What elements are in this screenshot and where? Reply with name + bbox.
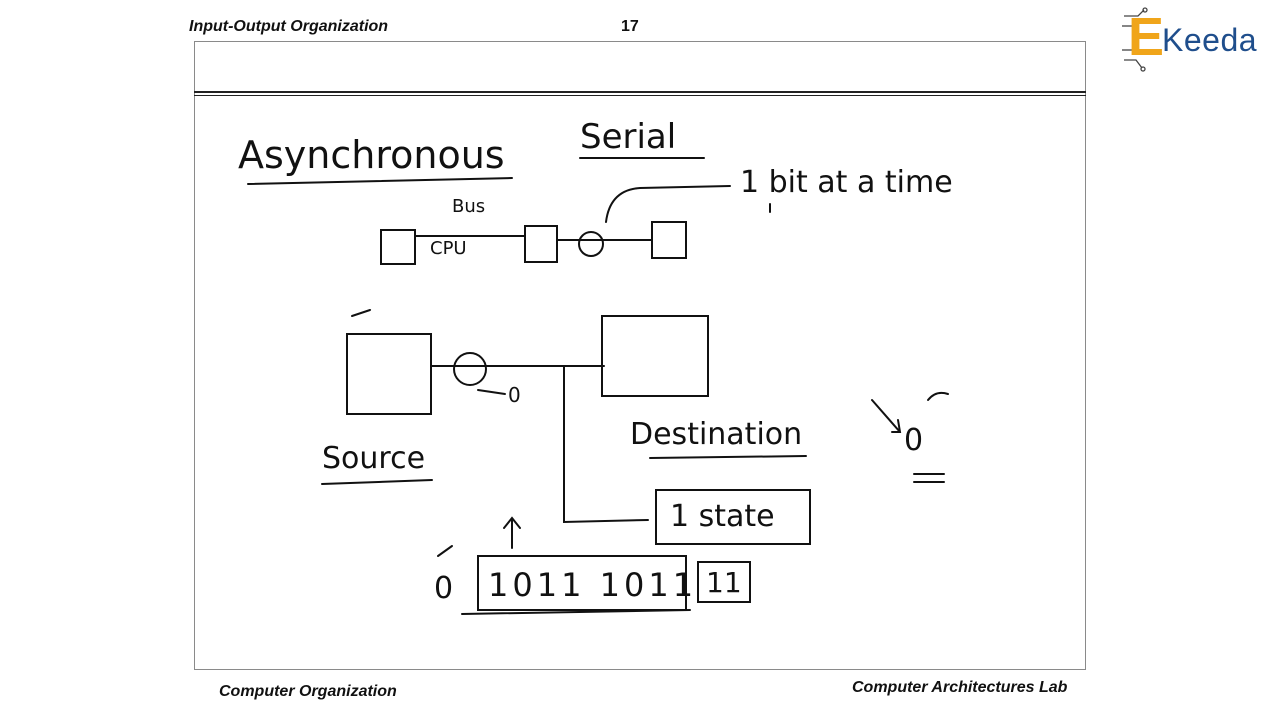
- bit-tail: 11: [706, 566, 742, 599]
- label-bus: Bus: [452, 196, 485, 217]
- interface-box: [524, 225, 558, 263]
- label-source: Source: [322, 441, 425, 476]
- tick-mark-3: [927, 391, 949, 401]
- side-zero: 0: [904, 423, 923, 458]
- tick-mark-2: [437, 545, 453, 557]
- state-line: [563, 365, 649, 524]
- bit-stream-box: [477, 555, 687, 611]
- heading-serial: Serial: [580, 117, 676, 157]
- header-rule-thin: [194, 95, 1086, 96]
- heading-underline-1: [247, 177, 513, 185]
- destination-box: [601, 315, 709, 397]
- state-box: [655, 489, 811, 545]
- note-bit-at-a-time: 1 bit at a time: [740, 165, 953, 200]
- logo-brand: Keeda: [1162, 22, 1258, 58]
- heading-asynchronous: Asynchronous: [238, 133, 505, 177]
- equals-mark: [913, 473, 945, 483]
- circuit-icon: [1122, 7, 1148, 72]
- slide-title: Input-Output Organization: [189, 18, 389, 35]
- footer-right: Computer Architectures Lab: [852, 679, 1068, 696]
- side-arrow: [871, 399, 902, 433]
- cpu-box: [380, 229, 416, 265]
- ekeeda-logo: E Keeda: [1118, 6, 1274, 78]
- bit-stream: 1011 1011: [488, 566, 697, 604]
- source-box: [346, 333, 432, 415]
- source-underline: [321, 479, 433, 485]
- header-rule: [194, 91, 1086, 93]
- bit-circle-small: [578, 231, 604, 257]
- label-destination: Destination: [630, 417, 802, 452]
- up-arrow: [503, 516, 521, 549]
- arrow-zero: 0: [508, 383, 521, 407]
- device-box-small: [651, 221, 687, 259]
- bit-callout-line: [605, 185, 731, 223]
- bit-arrow: [477, 389, 506, 395]
- bit-tail-box: [697, 561, 751, 603]
- label-cpu: CPU: [430, 238, 467, 259]
- logo-mark: E: [1128, 7, 1165, 67]
- bit-stream-underline: [461, 609, 691, 615]
- destination-underline: [649, 455, 807, 459]
- page-number: 17: [621, 18, 639, 35]
- bit-circle-large: [453, 352, 487, 386]
- bit-zero: 0: [434, 571, 453, 606]
- footer-left: Computer Organization: [219, 683, 397, 700]
- tick-mark: [351, 309, 371, 317]
- slide-frame: [194, 41, 1086, 670]
- label-state: 1 state: [670, 499, 775, 534]
